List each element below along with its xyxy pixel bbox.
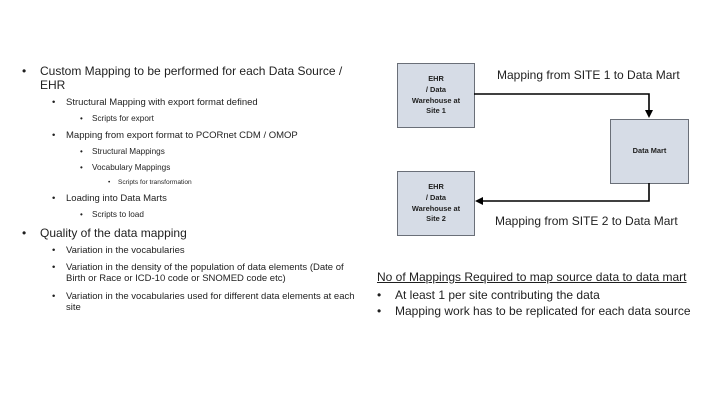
bullet-item-level-2: • Variation in the vocabularies (22, 245, 362, 256)
mappings-required-item: • Mapping work has to be replicated for … (377, 303, 707, 319)
bullet-icon: • (52, 262, 56, 274)
bullet-icon: • (22, 64, 27, 78)
bullet-icon: • (52, 290, 56, 302)
bullet-text: Scripts for export (92, 114, 154, 124)
bullet-text: Variation in the density of the populati… (66, 262, 344, 285)
datamart-box-label: Data Mart (632, 146, 667, 156)
bullet-list: • Custom Mapping to be performed for each… (22, 64, 362, 320)
bullet-text: Scripts for transformation (118, 179, 192, 187)
site2-box: EHR / Data Warehouse at Site 2 (397, 171, 475, 236)
bullet-item-level-2: • Structural Mapping with export format d… (22, 97, 362, 108)
bullet-text: Structural Mapping with export format de… (66, 96, 258, 108)
bullet-item-level-1: • Quality of the data mapping (22, 226, 362, 240)
mappings-required-title: No of Mappings Required to map source da… (377, 270, 687, 284)
bullet-item-level-2: • Loading into Data Marts (22, 193, 362, 204)
bullet-icon: • (108, 179, 111, 187)
bullet-text: Structural Mappings (92, 147, 165, 157)
mappings-required-block: No of Mappings Required to map source da… (377, 270, 707, 319)
bullet-item-level-2: • Variation in the density of the populat… (22, 262, 362, 285)
bullet-icon: • (377, 288, 382, 302)
mappings-required-item-text: At least 1 per site contributing the dat… (395, 288, 600, 302)
bullet-icon: • (377, 304, 382, 319)
bullet-icon: • (80, 114, 83, 124)
arrow-site2-to-datamart (475, 183, 650, 205)
bullet-icon: • (52, 244, 56, 256)
bullet-item-level-2: • Mapping from export format to PCORnet C… (22, 130, 362, 141)
bullet-item-level-4: • Scripts for transformation (22, 179, 362, 187)
bullet-item-level-3: • Structural Mappings (22, 147, 362, 157)
bullet-icon: • (22, 226, 27, 241)
bullet-icon: • (52, 130, 56, 142)
bullet-icon: • (80, 163, 83, 173)
bullet-text: Variation in the vocabularies (66, 244, 185, 256)
bullet-text: Vocabulary Mappings (92, 163, 171, 173)
bullet-icon: • (80, 210, 83, 220)
bullet-text: Custom Mapping to be performed for each … (40, 64, 343, 93)
bullet-item-level-3: • Scripts for export (22, 114, 362, 124)
bullet-item-level-1: • Custom Mapping to be performed for each… (22, 64, 362, 93)
bullet-text: Quality of the data mapping (40, 226, 187, 241)
bullet-icon: • (80, 147, 83, 157)
bullet-icon: • (52, 193, 56, 204)
bullet-item-level-2: • Variation in the vocabularies used for … (22, 291, 362, 314)
mappings-required-item: • At least 1 per site contributing the d… (377, 287, 707, 303)
bullet-text: Scripts to load (92, 210, 144, 220)
site1-box-label: EHR / Data Warehouse at Site 1 (411, 74, 461, 116)
site2-box-label: EHR / Data Warehouse at Site 2 (411, 182, 461, 224)
bullet-text: Variation in the vocabularies used for d… (66, 290, 355, 314)
datamart-box: Data Mart (610, 119, 689, 184)
bullet-icon: • (52, 96, 56, 108)
arrow1-label: Mapping from SITE 1 to Data Mart (497, 68, 680, 82)
bullet-item-level-3: • Scripts to load (22, 210, 362, 220)
bullet-item-level-3: • Vocabulary Mappings (22, 163, 362, 173)
arrow2-label: Mapping from SITE 2 to Data Mart (495, 214, 678, 228)
mappings-required-item-text: Mapping work has to be replicated for ea… (395, 304, 691, 319)
bullet-text: Loading into Data Marts (66, 193, 167, 204)
site1-box: EHR / Data Warehouse at Site 1 (397, 63, 475, 128)
bullet-text: Mapping from export format to PCORnet CD… (66, 130, 298, 142)
arrow-site1-to-datamart (474, 93, 653, 118)
